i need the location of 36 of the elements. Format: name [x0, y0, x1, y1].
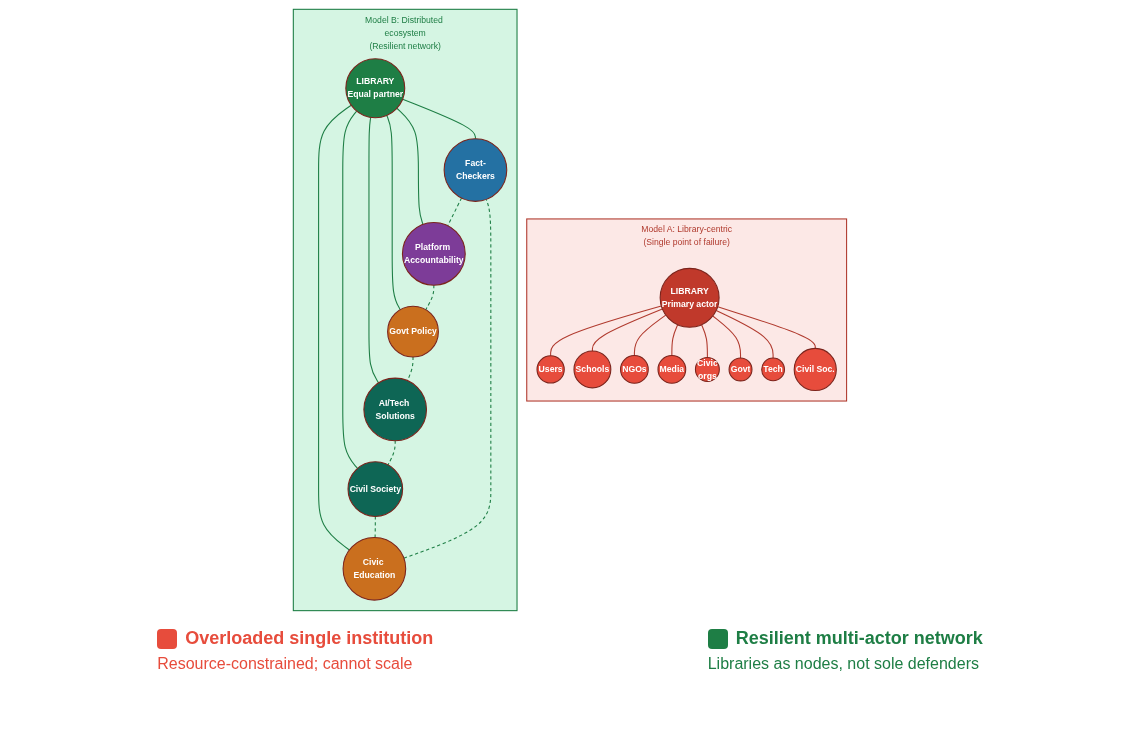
node-circle: NGOs — [620, 355, 649, 384]
node-circle: LIBRARY Equal partner — [345, 58, 406, 119]
node-circle: Platform Accountability — [401, 221, 466, 286]
node-circle: Users — [536, 355, 565, 384]
node-circle: Civic orgs — [694, 356, 720, 382]
connector — [712, 315, 742, 359]
note-text: Resource-constrained; cannot scale — [157, 655, 414, 673]
connector — [425, 284, 435, 311]
node-circle: Civil Society — [347, 461, 404, 517]
node-circle: Civil Soc. — [793, 347, 837, 392]
legend-text: Resilient multi-actor network — [735, 628, 983, 649]
note-text: Libraries as nodes, not sole defenders — [707, 655, 980, 673]
connector — [368, 116, 380, 384]
node-circle: Fact-Checkers — [443, 138, 508, 202]
node-circle: Govt Policy — [387, 305, 439, 358]
connector — [318, 104, 352, 551]
connector — [402, 98, 477, 140]
node-circle: Govt — [728, 357, 753, 382]
node-circle: LIBRARY Primary actor — [659, 267, 720, 328]
connector — [701, 324, 708, 359]
node-circle: AI/Tech Solutions — [363, 377, 428, 442]
node-circle: Media — [657, 355, 687, 384]
connector — [387, 440, 396, 466]
connector — [715, 310, 774, 359]
connector — [591, 308, 663, 352]
connector — [342, 110, 359, 469]
connector — [396, 107, 424, 225]
node-circle: Schools — [573, 350, 612, 389]
connector — [386, 114, 401, 311]
node-circle: Civic Education — [342, 536, 407, 601]
connector — [717, 306, 816, 349]
connector — [671, 324, 679, 357]
legend-text: Overloaded single institution — [185, 628, 434, 649]
node-circle: Tech — [761, 357, 786, 382]
connector — [550, 305, 662, 357]
connector — [633, 314, 667, 357]
